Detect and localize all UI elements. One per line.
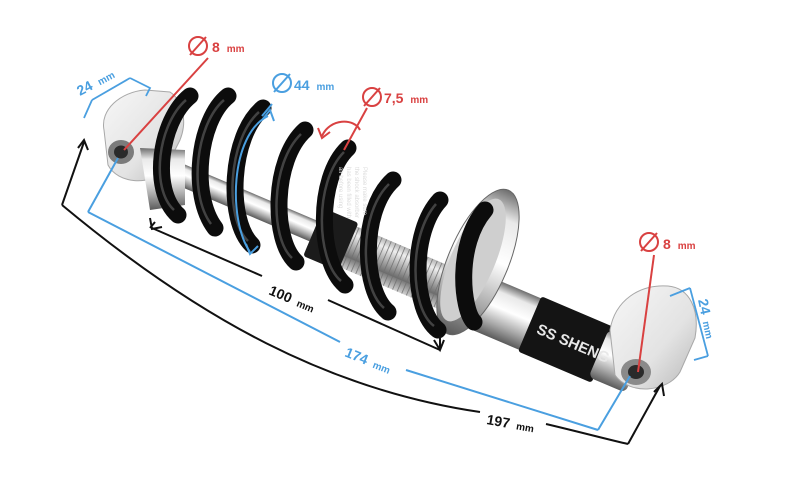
svg-text:air before using: air before using [337, 167, 343, 208]
dim-eye-width-right-value: 24 mm [695, 297, 719, 340]
right-mount-eye [609, 285, 697, 390]
dim-spring-diameter-value: 44 mm [294, 77, 334, 93]
dim-overall [61, 137, 665, 445]
brand-band [518, 297, 615, 382]
dim-eye-width-left [83, 77, 152, 119]
dim-spring-diameter [234, 73, 292, 256]
dim-bolt-right [637, 232, 659, 373]
dim-eye-width-left-value: 24 mm [74, 66, 117, 99]
dim-bolt-left [123, 36, 209, 151]
dim-stroke-value: 100 mm [267, 282, 318, 316]
dim-spring-wire-value: 7,5 mm [384, 90, 428, 106]
dim-eye-to-eye [87, 157, 631, 431]
dim-bolt-left-value: 8 mm [212, 39, 245, 55]
warning-label: Please make sure the shock absorber has … [337, 167, 367, 218]
svg-text:has been filled with: has been filled with [345, 167, 351, 218]
dim-spring-wire [317, 87, 382, 151]
svg-text:Please make sure: Please make sure [361, 167, 367, 216]
dim-eye-to-eye-value: 174 mm [343, 344, 394, 377]
svg-text:the shock absorber: the shock absorber [353, 167, 359, 218]
coil-spring-highlights [158, 99, 437, 327]
dim-bolt-right-value: 8 mm [663, 236, 696, 252]
shock-absorber: SS SHENG [103, 87, 697, 391]
dim-eye-width-right [669, 287, 709, 361]
dim-stroke [149, 217, 445, 353]
dim-overall-value: 197 mm [485, 411, 535, 435]
